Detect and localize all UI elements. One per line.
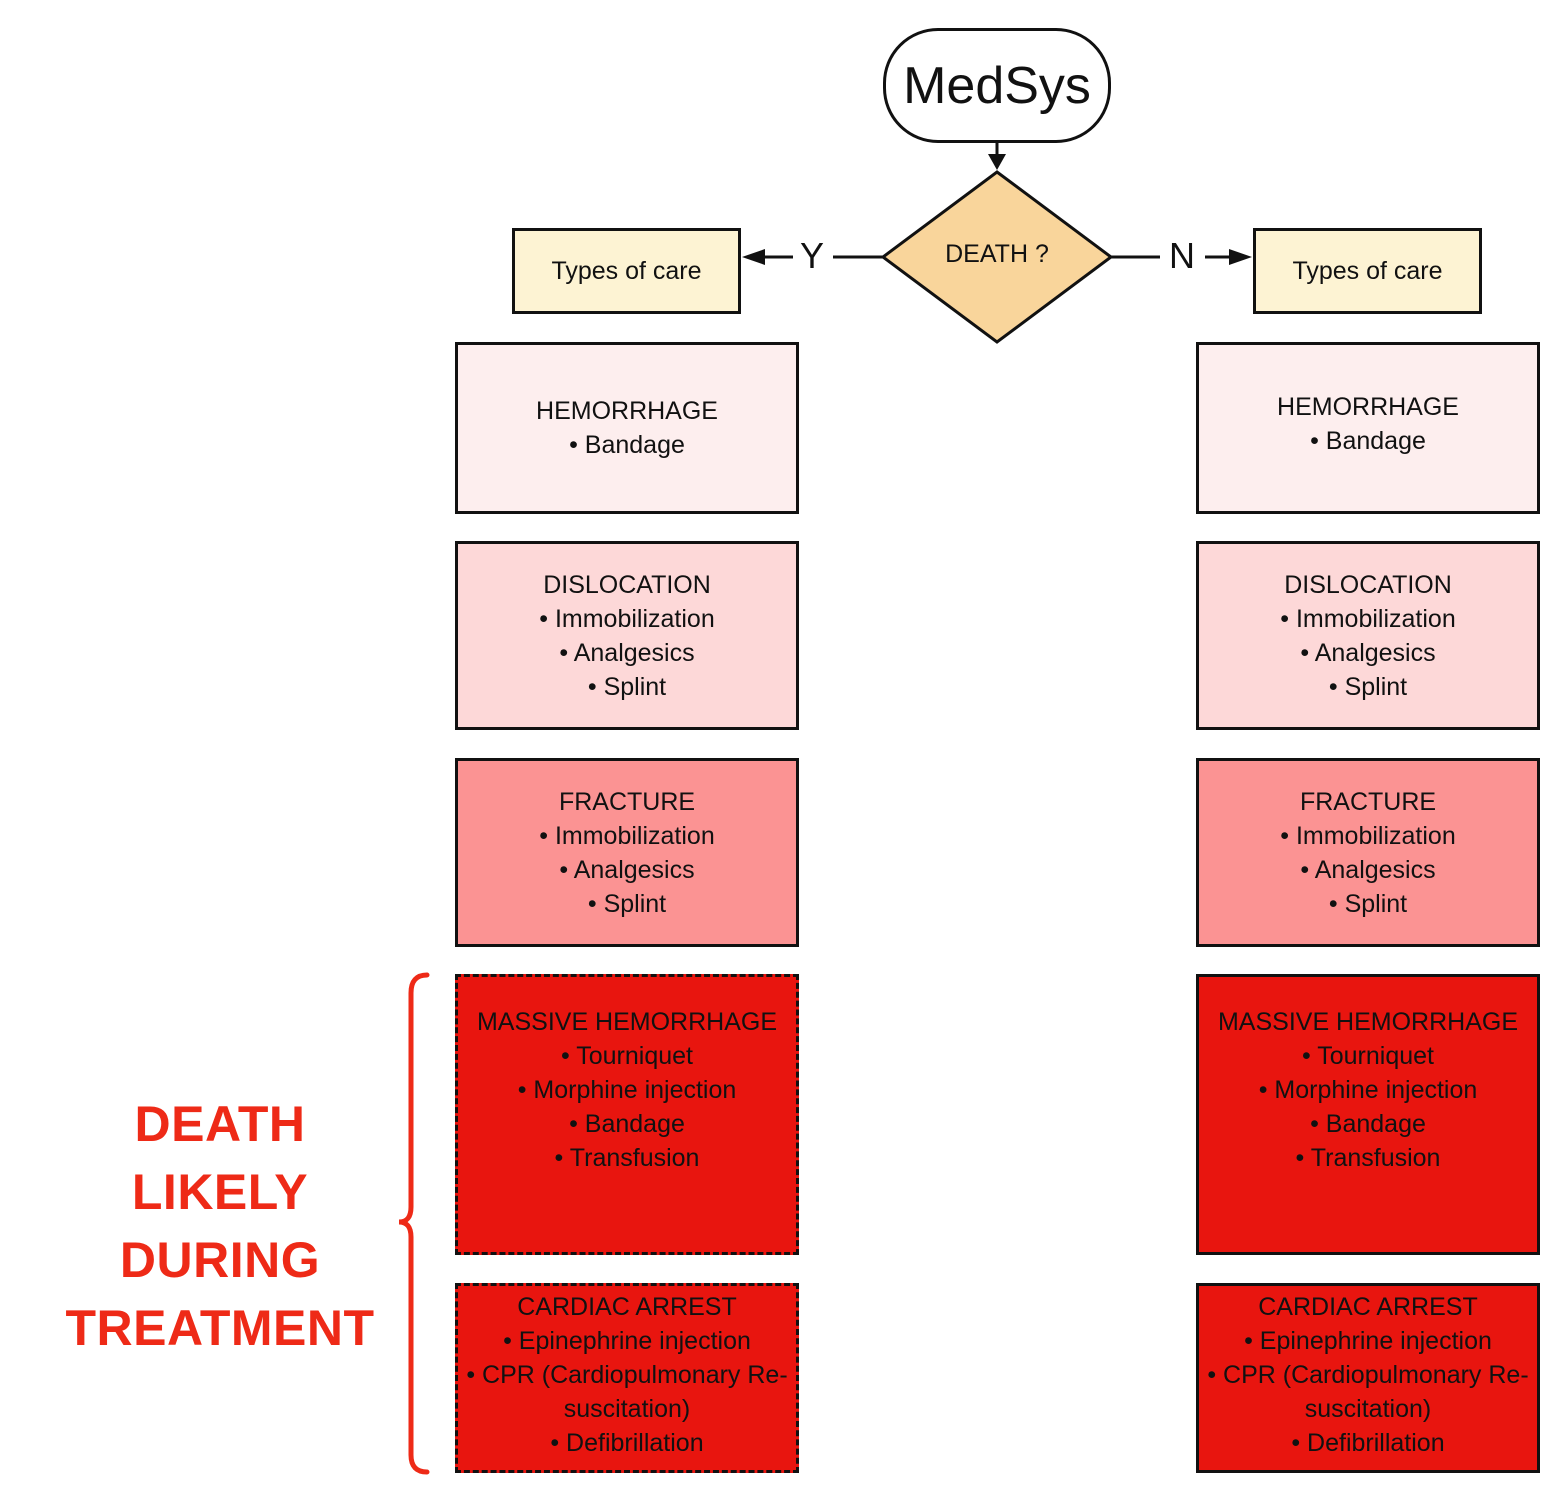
care-item: • Immobilization	[539, 604, 715, 633]
death-likely-line: TREATMENT	[65, 1300, 375, 1356]
care-item: • Analgesics	[559, 855, 695, 884]
death-likely-line: LIKELY	[131, 1164, 309, 1220]
care-title: CARDIAC ARREST	[517, 1293, 737, 1321]
care-item: suscitation)	[563, 1395, 691, 1423]
no-massive-hemorrhage-box: MASSIVE HEMORRHAGE • Tourniquet • Morphi…	[1196, 974, 1540, 1255]
care-item: • Morphine injection	[517, 1075, 737, 1104]
care-item: • Immobilization	[539, 821, 715, 850]
care-item: • Splint	[587, 889, 667, 918]
care-item: • Analgesics	[1300, 638, 1436, 667]
yes-branch-label: Y	[799, 235, 824, 276]
care-item: • Transfusion	[1295, 1143, 1441, 1172]
care-item: • Epinephrine injection	[1244, 1327, 1492, 1355]
care-item: • Transfusion	[554, 1143, 700, 1172]
care-item: • Bandage	[1310, 427, 1426, 455]
care-item: • Immobilization	[1280, 821, 1456, 850]
death-decision-diamond	[880, 170, 1114, 344]
care-item: • Splint	[587, 672, 667, 701]
yes-fracture-box: FRACTURE • Immobilization • Analgesics •…	[455, 758, 799, 947]
care-item: • Analgesics	[559, 638, 695, 667]
no-hemorrhage-box: HEMORRHAGE • Bandage	[1196, 342, 1540, 514]
care-item: suscitation)	[1304, 1395, 1432, 1423]
care-title: FRACTURE	[558, 787, 696, 816]
care-item: • Defibrillation	[1291, 1429, 1445, 1457]
care-title: FRACTURE	[1299, 787, 1437, 816]
care-item: • Tourniquet	[561, 1041, 693, 1070]
care-title: HEMORRHAGE	[1277, 393, 1459, 421]
care-item: • CPR (Cardiopulmonary Re-	[466, 1361, 788, 1389]
care-item: • Splint	[1328, 672, 1408, 701]
death-likely-line: DURING	[119, 1232, 321, 1288]
care-item: • Bandage	[569, 431, 685, 459]
yes-branch-arrowhead	[742, 249, 765, 265]
care-item: • Bandage	[1310, 1109, 1426, 1138]
care-item: • Defibrillation	[550, 1429, 704, 1457]
care-title: DISLOCATION	[543, 570, 711, 599]
care-item: • Morphine injection	[1258, 1075, 1478, 1104]
care-item: • Immobilization	[1280, 604, 1456, 633]
yes-cardiac-arrest-box: CARDIAC ARREST • Epinephrine injection •…	[455, 1283, 799, 1473]
death-likely-brace	[398, 972, 430, 1475]
care-title: MASSIVE HEMORRHAGE	[476, 1007, 778, 1036]
care-title: DISLOCATION	[1284, 570, 1452, 599]
medsys-start-node: MedSys	[883, 28, 1111, 143]
care-title: HEMORRHAGE	[536, 397, 718, 425]
care-title: CARDIAC ARREST	[1258, 1293, 1478, 1321]
no-types-of-care-box: Types of care	[1253, 228, 1482, 314]
no-branch-label: N	[1169, 235, 1195, 276]
death-likely-label: DEATH LIKELY DURING TREATMENT	[40, 1090, 400, 1362]
death-likely-line: DEATH	[134, 1096, 306, 1152]
care-item: • Splint	[1328, 889, 1408, 918]
care-item: • Analgesics	[1300, 855, 1436, 884]
care-item: • CPR (Cardiopulmonary Re-	[1207, 1361, 1529, 1389]
yes-hemorrhage-box: HEMORRHAGE • Bandage	[455, 342, 799, 514]
yes-types-of-care-box: Types of care	[512, 228, 741, 314]
death-decision-label: DEATH ?	[945, 240, 1049, 268]
no-cardiac-arrest-box: CARDIAC ARREST • Epinephrine injection •…	[1196, 1283, 1540, 1473]
no-dislocation-box: DISLOCATION • Immobilization • Analgesic…	[1196, 541, 1540, 730]
care-item: • Epinephrine injection	[503, 1327, 751, 1355]
start-to-decision-arrowhead	[988, 154, 1006, 170]
care-title: MASSIVE HEMORRHAGE	[1217, 1007, 1519, 1036]
no-fracture-box: FRACTURE • Immobilization • Analgesics •…	[1196, 758, 1540, 947]
yes-massive-hemorrhage-box: MASSIVE HEMORRHAGE • Tourniquet • Morphi…	[455, 974, 799, 1255]
care-item: • Bandage	[569, 1109, 685, 1138]
no-branch-arrowhead	[1229, 249, 1252, 265]
yes-dislocation-box: DISLOCATION • Immobilization • Analgesic…	[455, 541, 799, 730]
care-item: • Tourniquet	[1302, 1041, 1434, 1070]
